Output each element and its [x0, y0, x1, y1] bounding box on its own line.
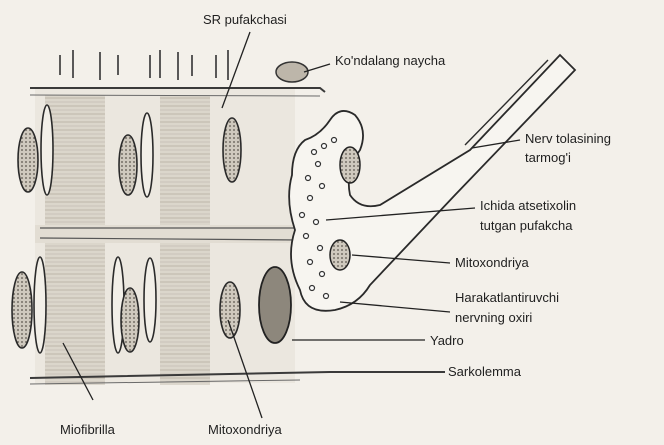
label-miofibrilla: Miofibrilla [60, 422, 115, 437]
terminal-mitochondrion [330, 240, 350, 270]
label-mitoxondriya-right: Mitoxondriya [455, 255, 529, 270]
label-yadro: Yadro [430, 333, 464, 348]
label-tarmogi: tarmog'i [525, 150, 571, 165]
mitochondrion [12, 272, 32, 348]
label-harakatlantiruvchi: Harakatlantiruvchi [455, 290, 559, 305]
nerve-fiber-terminal [289, 55, 575, 311]
label-sr-pufakchasi: SR pufakchasi [203, 12, 287, 27]
label-kondalang-naycha: Ko'ndalang naycha [335, 53, 445, 68]
kondalang-naycha-section [276, 62, 308, 82]
mitochondrion [121, 288, 139, 352]
terminal-mitochondrion [340, 147, 360, 183]
label-nervning-oxiri: nervning oxiri [455, 310, 532, 325]
mitochondrion [18, 128, 38, 192]
mitochondrion [41, 105, 53, 195]
label-nerv-tolasining: Nerv tolasining [525, 131, 611, 146]
mitochondrion [119, 135, 137, 195]
label-sarkolemma: Sarkolemma [448, 364, 521, 379]
mitochondrion [223, 118, 241, 182]
mitochondrion [34, 257, 46, 353]
mitochondrion [220, 282, 240, 338]
nerve-terminal [289, 55, 575, 311]
label-mitoxondriya-bottom: Mitoxondriya [208, 422, 282, 437]
mitochondrion [144, 258, 156, 342]
label-ichida-atsetixolin: Ichida atsetixolin [480, 198, 576, 213]
label-tutgan-pufakcha: tutgan pufakcha [480, 218, 573, 233]
mitochondrion [141, 113, 153, 197]
nucleus [259, 267, 291, 343]
sr-vesicles [60, 50, 228, 80]
